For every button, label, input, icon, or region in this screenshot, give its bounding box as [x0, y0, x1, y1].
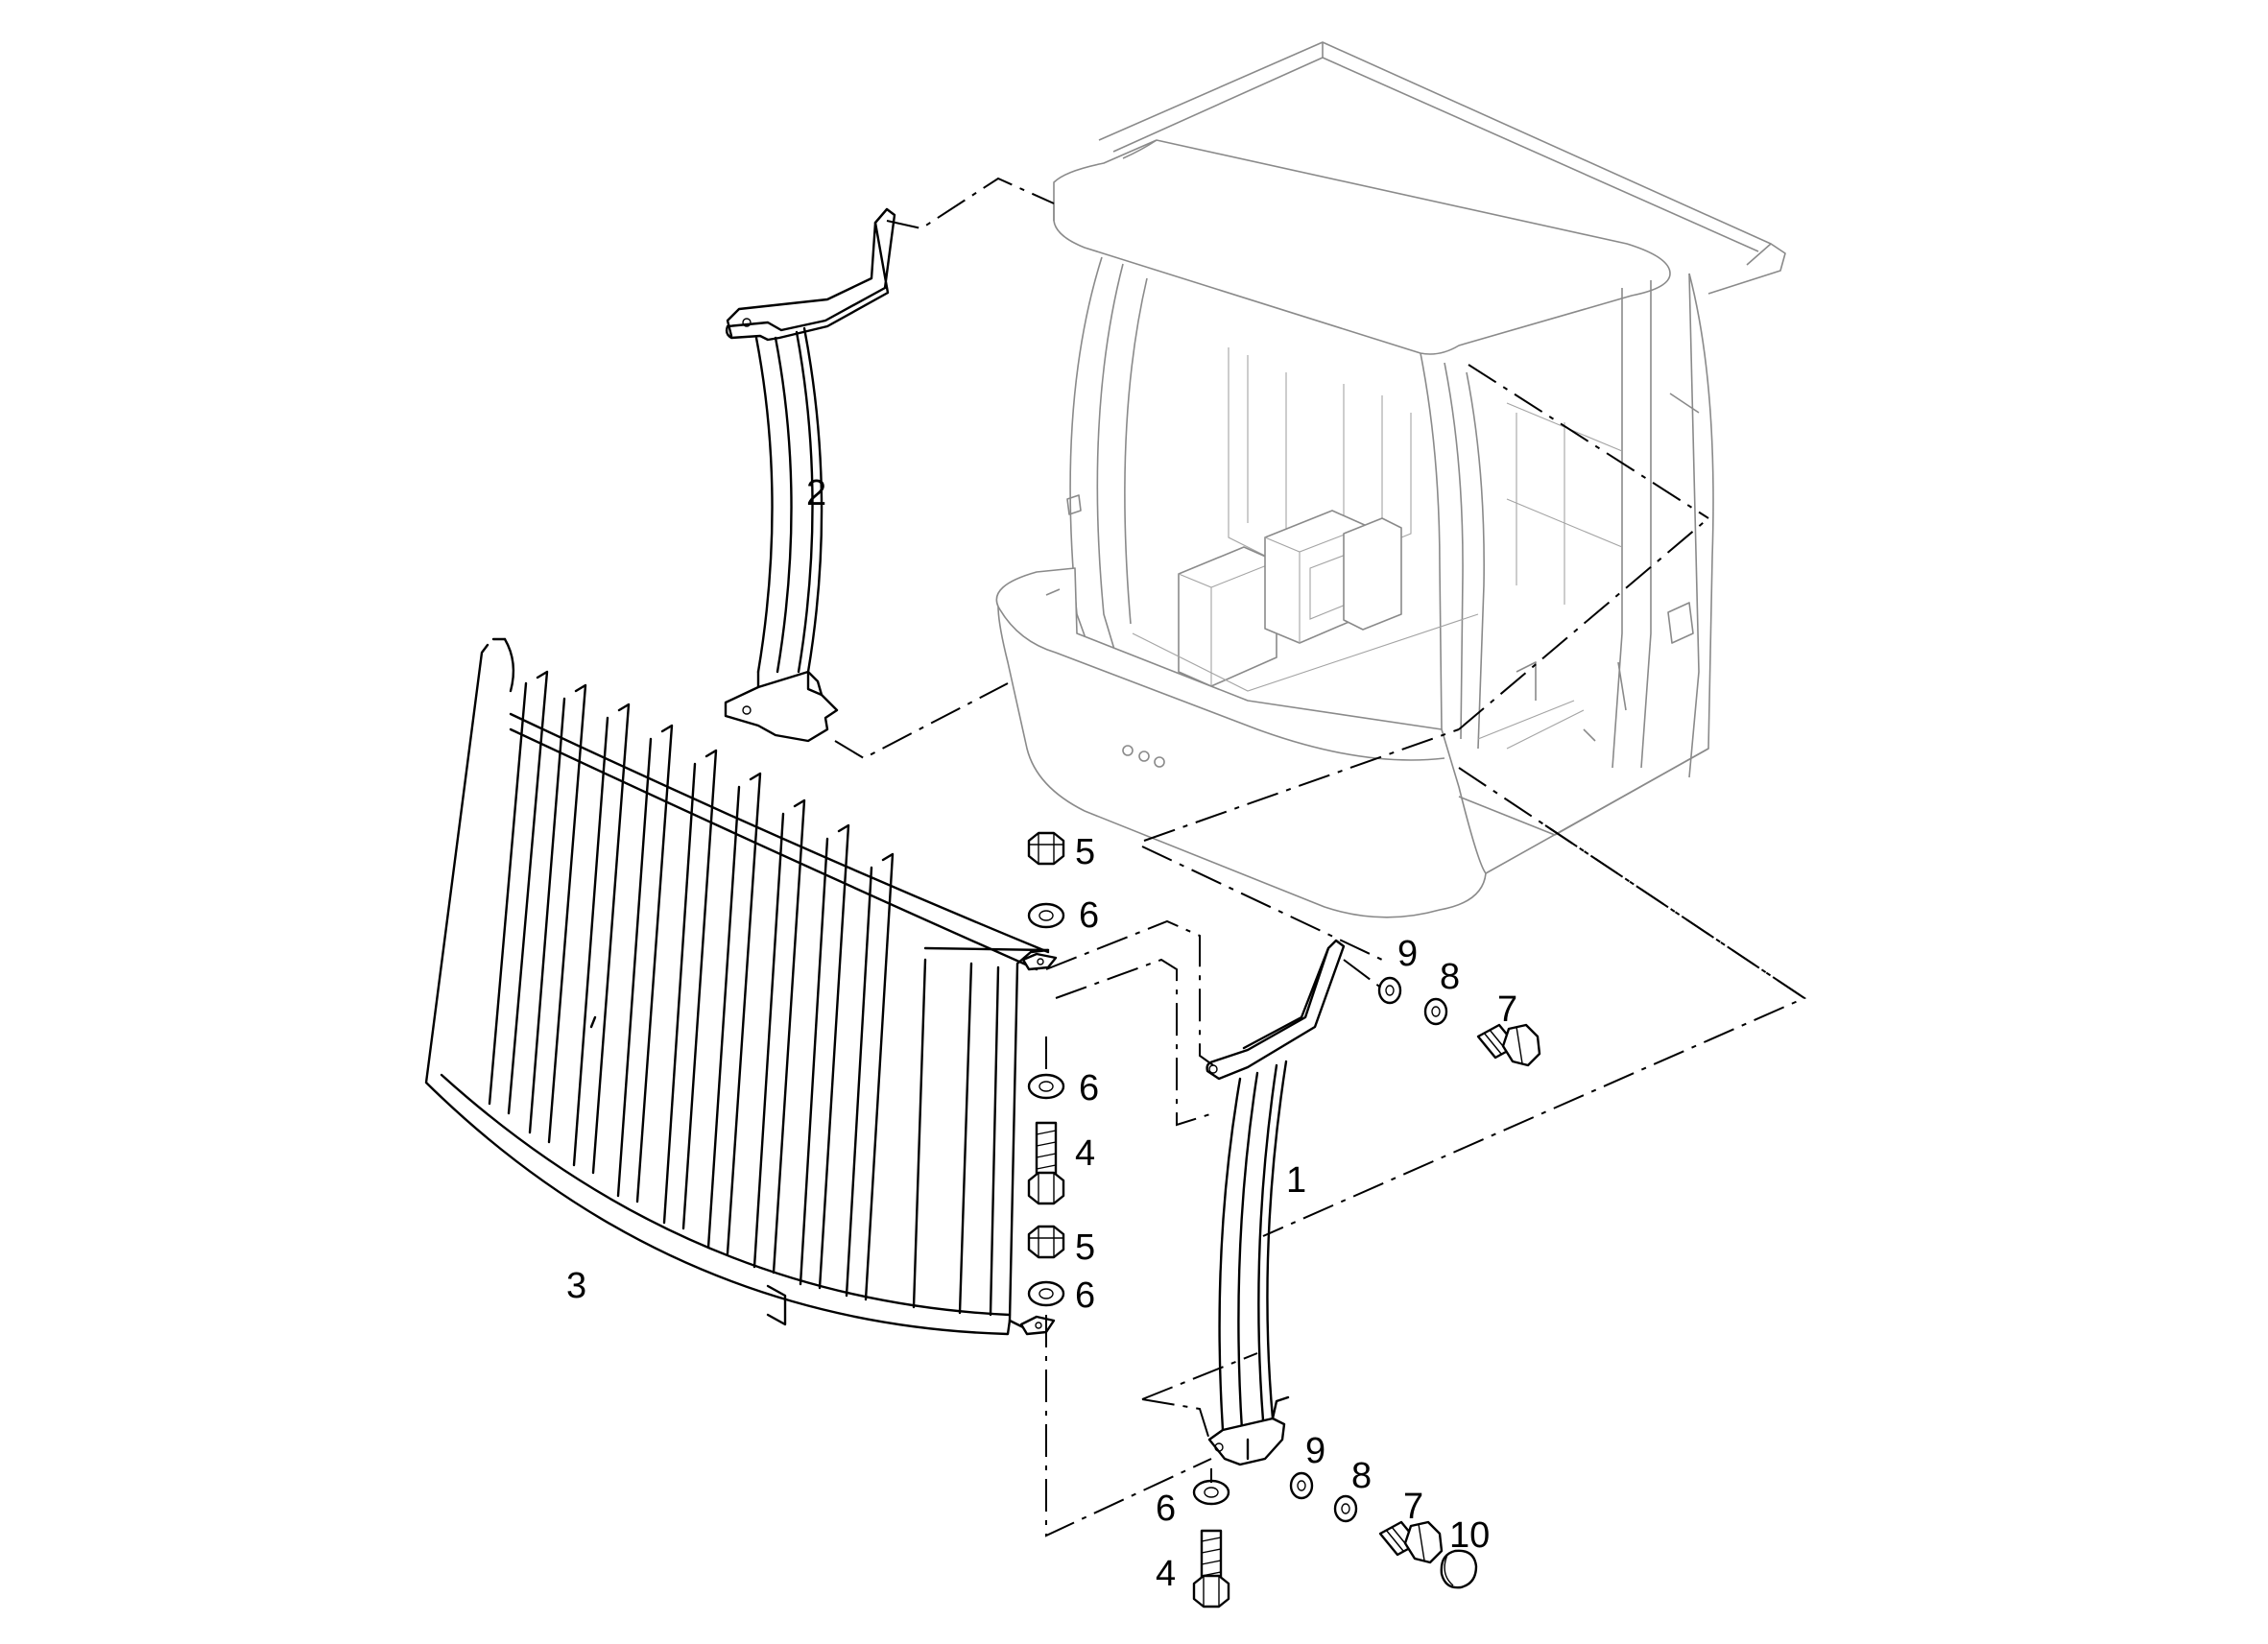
washer-8-lower [1333, 1494, 1358, 1523]
callout-6-bottom: 6 [1156, 1489, 1176, 1529]
callout-9-upper: 9 [1397, 934, 1418, 974]
callout-4-bottom: 4 [1156, 1554, 1176, 1594]
washer-upper [1027, 902, 1065, 929]
callout-7-lower: 7 [1403, 1487, 1423, 1527]
callout-6-upper: 6 [1079, 895, 1099, 936]
callout-6-lower: 6 [1075, 1275, 1095, 1316]
callout-4-middle: 4 [1075, 1133, 1095, 1174]
washer-lower [1027, 1280, 1065, 1307]
nut-upper [1027, 831, 1065, 866]
washer-middle [1027, 1073, 1065, 1100]
grille-bars [488, 670, 973, 1315]
washer-9-upper [1377, 976, 1402, 1005]
part-2-upper-bracket [724, 207, 896, 743]
part-3-front-grille [424, 637, 1058, 1336]
callout-8-lower: 8 [1351, 1456, 1372, 1496]
callout-10: 10 [1449, 1515, 1490, 1556]
callout-6-middle: 6 [1079, 1068, 1099, 1108]
bolt-middle [1027, 1121, 1065, 1205]
operator-cab [995, 41, 1786, 918]
callout-8-upper: 8 [1440, 957, 1460, 997]
bolt-bottom [1192, 1529, 1230, 1608]
bolt-7-upper [1476, 1023, 1541, 1067]
callout-5-upper: 5 [1075, 832, 1095, 872]
bolt-7-lower [1378, 1520, 1444, 1564]
alignment-lines [834, 177, 1807, 1537]
part-1-lower-bracket [1206, 939, 1346, 1466]
callout-3: 3 [566, 1266, 586, 1306]
callout-9-lower: 9 [1305, 1431, 1325, 1471]
callout-7-upper: 7 [1497, 989, 1517, 1030]
nut-lower [1027, 1225, 1065, 1259]
cap-10 [1440, 1549, 1478, 1589]
washer-9-lower [1289, 1471, 1314, 1500]
washer-bottom [1192, 1479, 1230, 1506]
callout-1: 1 [1286, 1160, 1306, 1201]
callout-2: 2 [806, 473, 826, 513]
callout-labels: 1 2 3 4 4 5 5 6 6 6 6 7 7 8 8 9 9 10 [566, 473, 1517, 1594]
callout-5-lower: 5 [1075, 1227, 1095, 1268]
washer-8-upper [1423, 997, 1448, 1026]
